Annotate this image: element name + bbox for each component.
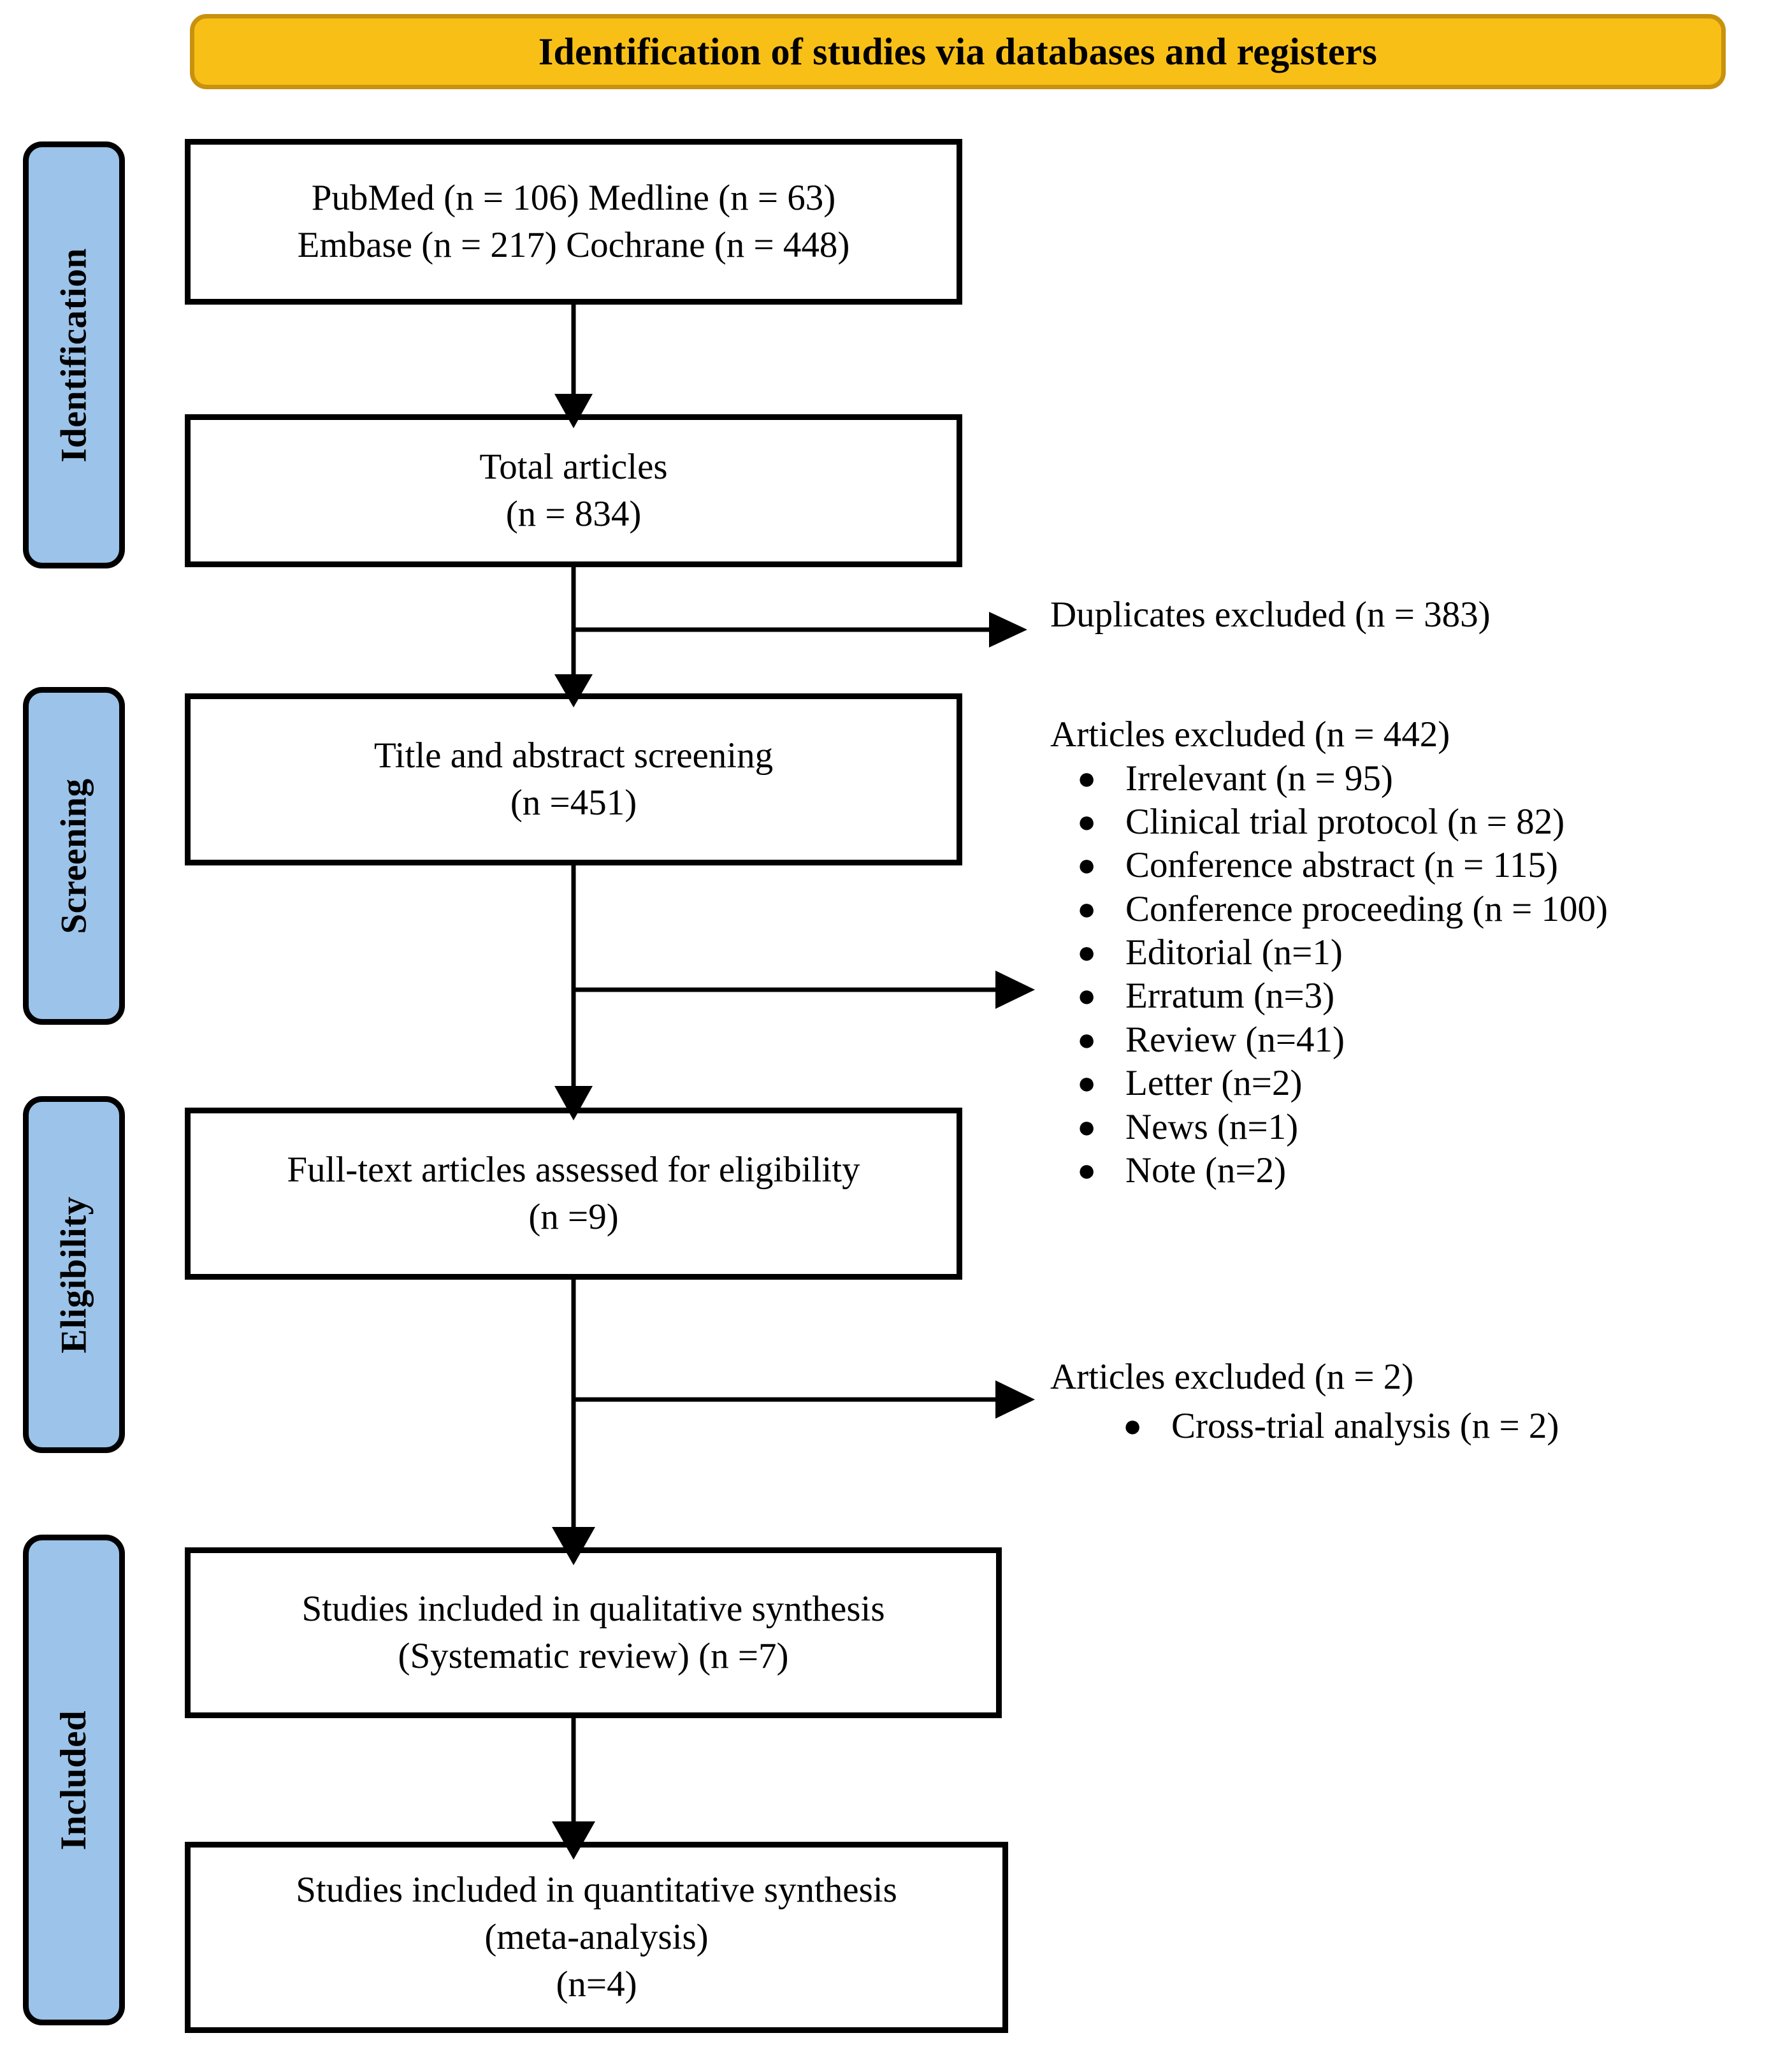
list-item-label: Conference abstract (n = 115) [1125, 845, 1558, 886]
note-screening-excluded: Articles excluded (n = 442) ● Irrelevant … [1050, 712, 1783, 1192]
list-item: ● Irrelevant (n = 95) [1050, 757, 1783, 800]
box-fulltext-line-1: Full-text articles assessed for eligibil… [287, 1149, 860, 1190]
box-sources-line-1: PubMed (n = 106) Medline (n = 63) [311, 177, 836, 218]
stage-pill-eligibility: Eligibility [23, 1096, 125, 1453]
page-title: Identification of studies via databases … [538, 30, 1378, 73]
stage-label-eligibility: Eligibility [54, 1196, 94, 1354]
box-qualitative-line-1: Studies included in qualitative synthesi… [301, 1588, 885, 1629]
list-item-label: Editorial (n=1) [1125, 932, 1343, 973]
box-quantitative-line-3: (n=4) [556, 1964, 637, 2005]
box-fulltext-eligibility: Full-text articles assessed for eligibil… [185, 1108, 962, 1280]
list-item-label: Review (n=41) [1125, 1019, 1345, 1060]
list-item-label: Letter (n=2) [1125, 1063, 1303, 1104]
note-screening-excluded-heading: Articles excluded (n = 442) [1050, 714, 1450, 755]
bullet-icon: ● [1077, 890, 1097, 927]
list-item: ● News (n=1) [1050, 1106, 1783, 1149]
list-item: ● Review (n=41) [1050, 1018, 1783, 1062]
list-item: ● Erratum (n=3) [1050, 974, 1783, 1018]
list-item: ● Clinical trial protocol (n = 82) [1050, 800, 1783, 844]
list-item-label: Irrelevant (n = 95) [1125, 758, 1393, 799]
bullet-icon: ● [1077, 1065, 1097, 1101]
box-quantitative-line-2: (meta-analysis) [484, 1916, 709, 1957]
arrow-fulltext-to-qualitative [552, 1280, 595, 1565]
box-total-articles-line-2: (n = 834) [505, 494, 642, 534]
box-qualitative-line-2: (Systematic review) (n =7) [398, 1636, 789, 1676]
stage-label-identification: Identification [54, 247, 94, 463]
list-item: ● Editorial (n=1) [1050, 931, 1783, 974]
note-duplicates-excluded: Duplicates excluded (n = 383) [1050, 593, 1777, 637]
stage-pill-screening: Screening [23, 687, 125, 1025]
arrow-total-to-screening [554, 567, 593, 707]
list-item: ● Conference proceeding (n = 100) [1050, 888, 1783, 931]
list-item-label: Erratum (n=3) [1125, 976, 1335, 1016]
box-qualitative-synthesis: Studies included in qualitative synthesi… [185, 1547, 1002, 1718]
list-item-label: News (n=1) [1125, 1106, 1299, 1147]
stage-label-screening: Screening [54, 778, 94, 934]
arrow-total-to-duplicates [574, 612, 1027, 647]
list-item-label: Cross-trial analysis (n = 2) [1171, 1405, 1559, 1446]
note-duplicates-heading: Duplicates excluded (n = 383) [1050, 595, 1491, 635]
stage-label-included: Included [54, 1710, 94, 1850]
arrow-sources-to-total [554, 305, 593, 428]
note-eligibility-excluded-list: ● Cross-trial analysis (n = 2) [1050, 1405, 1783, 1448]
bullet-icon: ● [1077, 934, 1097, 971]
box-screening-line-1: Title and abstract screening [373, 735, 774, 776]
stage-pill-included: Included [23, 1535, 125, 2025]
arrow-screening-to-excluded [574, 971, 1035, 1009]
arrow-fulltext-to-excluded [574, 1380, 1035, 1419]
bullet-icon: ● [1077, 1108, 1097, 1145]
box-total-articles: Total articles (n = 834) [185, 414, 962, 567]
list-item: ● Conference abstract (n = 115) [1050, 844, 1783, 887]
list-item: ● Letter (n=2) [1050, 1062, 1783, 1105]
bullet-icon: ● [1077, 1152, 1097, 1189]
bullet-icon: ● [1077, 760, 1097, 796]
note-eligibility-excluded: Articles excluded (n = 2) ● Cross-trial a… [1050, 1355, 1783, 1448]
note-eligibility-excluded-heading: Articles excluded (n = 2) [1050, 1357, 1414, 1397]
arrow-screening-to-fulltext [554, 865, 593, 1120]
arrow-qualitative-to-quantitative [552, 1718, 595, 1860]
bullet-icon: ● [1077, 847, 1097, 883]
list-item-label: Note (n=2) [1125, 1150, 1287, 1191]
box-screening-line-2: (n =451) [510, 783, 637, 823]
note-screening-excluded-list: ● Irrelevant (n = 95) ● Clinical trial pro… [1050, 757, 1783, 1193]
list-item: ● Cross-trial analysis (n = 2) [1050, 1405, 1783, 1448]
bullet-icon: ● [1077, 978, 1097, 1014]
list-item-label: Conference proceeding (n = 100) [1125, 888, 1608, 929]
box-quantitative-line-1: Studies included in quantitative synthes… [296, 1869, 897, 1910]
diagram-title-banner: Identification of studies via databases … [190, 14, 1726, 89]
box-total-articles-line-1: Total articles [479, 446, 668, 487]
box-fulltext-line-2: (n =9) [528, 1197, 619, 1237]
bullet-icon: ● [1123, 1407, 1143, 1443]
bullet-icon: ● [1077, 803, 1097, 839]
stage-pill-identification: Identification [23, 141, 125, 568]
list-item: ● Note (n=2) [1050, 1149, 1783, 1192]
bullet-icon: ● [1077, 1021, 1097, 1057]
box-title-abstract-screening: Title and abstract screening (n =451) [185, 693, 962, 865]
box-quantitative-synthesis: Studies included in quantitative synthes… [185, 1842, 1008, 2033]
box-sources-line-2: Embase (n = 217) Cochrane (n = 448) [297, 225, 850, 265]
list-item-label: Clinical trial protocol (n = 82) [1125, 801, 1565, 842]
box-sources: PubMed (n = 106) Medline (n = 63) Embase… [185, 139, 962, 305]
